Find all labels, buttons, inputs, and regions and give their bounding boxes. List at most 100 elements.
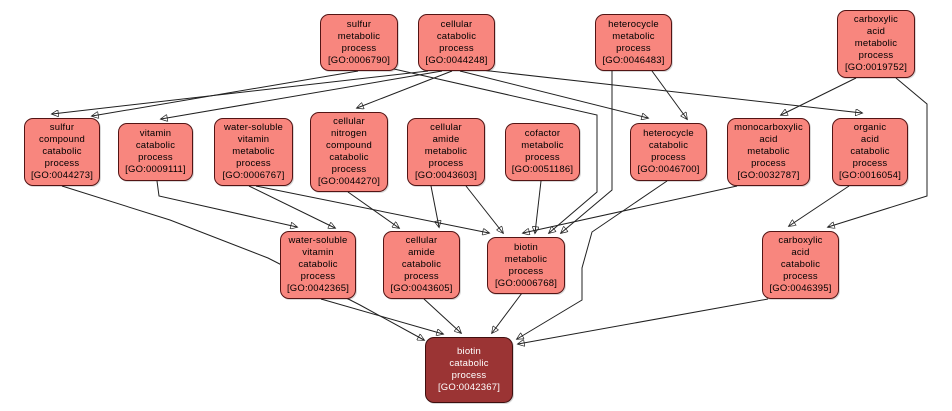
node-label-line: [GO:0046483] [602,54,665,66]
node-label-line: water-soluble [288,235,348,246]
node-label-line: amide [408,247,435,258]
node-label-line: [GO:0032787] [737,170,800,181]
node-label-line: metabolic [854,38,898,49]
node-GO:0019752[interactable]: carboxylicacidmetabolicprocess[GO:001975… [837,10,915,78]
node-label-line: metabolic [424,146,468,157]
node-GO:0043603[interactable]: cellularamidemetabolicprocess[GO:0043603… [407,118,485,186]
node-label-line: heterocycle [643,128,694,139]
node-GO:0042365[interactable]: water-solublevitamincatabolicprocess[GO:… [280,231,356,299]
node-label-line: metabolic [504,253,548,265]
edge-GO:0043605-GO:0042367 [423,298,461,333]
node-label-line: [GO:0051186] [511,164,574,175]
node-label-line: [GO:0042365] [286,283,350,294]
node-label-line: [GO:0019752] [844,62,908,73]
node-label-line: process [451,370,487,381]
node-label-line: process [439,42,474,54]
node-label-line: monocarboxylic [734,122,803,133]
node-label-line: cellular [440,18,473,30]
node-GO:0046395[interactable]: carboxylicacidcatabolicprocess[GO:004639… [762,231,839,299]
edge-GO:0051186-GO:0006768 [535,180,542,233]
edge-GO:0046483-GO:0006768 [561,71,613,233]
node-label-line: process [525,152,560,163]
node-label-line: process [508,265,544,277]
edge-GO:0044248-GO:0009111 [161,70,443,119]
node-label-line: catabolic [648,140,689,151]
edge-GO:0016054-GO:0046395 [789,185,850,226]
edge-GO:0006790-GO:0044273 [92,70,359,116]
node-label-line: catabolic [298,259,338,270]
node-label-line: metabolic [521,140,564,151]
node-label-line: water-soluble [223,122,284,133]
node-label-line: sulfur [346,18,372,30]
node-label-line: process [404,271,439,282]
node-label-line: [GO:0044248] [425,54,488,66]
node-GO:0044273[interactable]: sulfurcompoundcatabolicprocess[GO:004427… [24,118,100,186]
edge-GO:0043603-GO:0006768 [465,185,503,233]
node-label-line: process [852,158,888,169]
node-label-line: [GO:0006768] [494,277,558,289]
node-label-line: [GO:0044273] [30,170,94,181]
edge-GO:0006768-GO:0042367 [492,292,523,333]
node-label-line: process [331,164,367,175]
node-label-line: process [138,152,173,163]
node-label-line: catabolic [449,358,489,369]
node-label-line: catabolic [401,259,442,270]
node-label-line: [GO:0009111] [125,164,186,175]
node-label-line: vitamin [139,128,172,139]
node-label-line: process [616,42,651,54]
node-label-line: catabolic [436,30,477,42]
edge-GO:0019752-GO:0046395 [828,77,928,227]
node-label-line: cellular [430,122,462,133]
edge-GO:0006790-GO:0006768 [393,68,598,233]
node-label-line: biotin [457,346,481,357]
node-label-line: catabolic [780,259,821,270]
edge-GO:0043603-GO:0043605 [430,185,439,227]
node-label-line: carboxylic [778,235,823,246]
node-label-line: cellular [333,116,365,127]
node-label-line: process [236,158,271,169]
node-label-line: [GO:0006767] [222,170,285,181]
node-label-line: metabolic [337,30,381,42]
edge-GO:0044248-GO:0044270 [357,70,453,108]
node-label-line: compound [326,140,372,151]
edge-GO:0046700-GO:0042367 [517,180,668,339]
node-label-line: metabolic [232,146,275,157]
node-label-line: heterocycle [608,18,659,30]
node-label-line: catabolic [850,146,890,157]
node-label-line: catabolic [329,152,369,163]
node-label-line: process [751,158,786,169]
node-label-line: acid [791,247,810,258]
node-label-line: nitrogen [331,128,367,139]
node-label-line: vitamin [237,134,270,145]
node-label-line: [GO:0016054] [838,170,902,181]
node-label-line: acid [866,26,886,37]
node-label-line: catabolic [135,140,176,151]
edge-group [52,68,928,344]
node-label-line: metabolic [612,30,655,42]
node-label-line: amide [432,134,460,145]
node-GO:0044270[interactable]: cellularnitrogencompoundcatabolicprocess… [310,112,388,192]
node-GO:0006767[interactable]: water-solublevitaminmetabolicprocess[GO:… [214,118,293,186]
node-label-line: cofactor [524,128,561,139]
node-label-line: sulfur [49,122,75,133]
node-label-line: cellular [405,235,438,246]
node-label-line: process [341,42,377,54]
node-GO:0043605[interactable]: cellularamidecatabolicprocess[GO:0043605… [383,231,460,299]
node-label-line: process [428,158,464,169]
node-GO:0032787[interactable]: monocarboxylicacidmetabolicprocess[GO:00… [727,118,810,186]
node-label-line: [GO:0046700] [637,164,700,175]
node-label-line: [GO:0043605] [390,283,453,294]
node-label-line: [GO:0043603] [414,170,478,181]
node-label-line: acid [860,134,880,145]
edge-GO:0044248-GO:0044273 [52,70,429,114]
